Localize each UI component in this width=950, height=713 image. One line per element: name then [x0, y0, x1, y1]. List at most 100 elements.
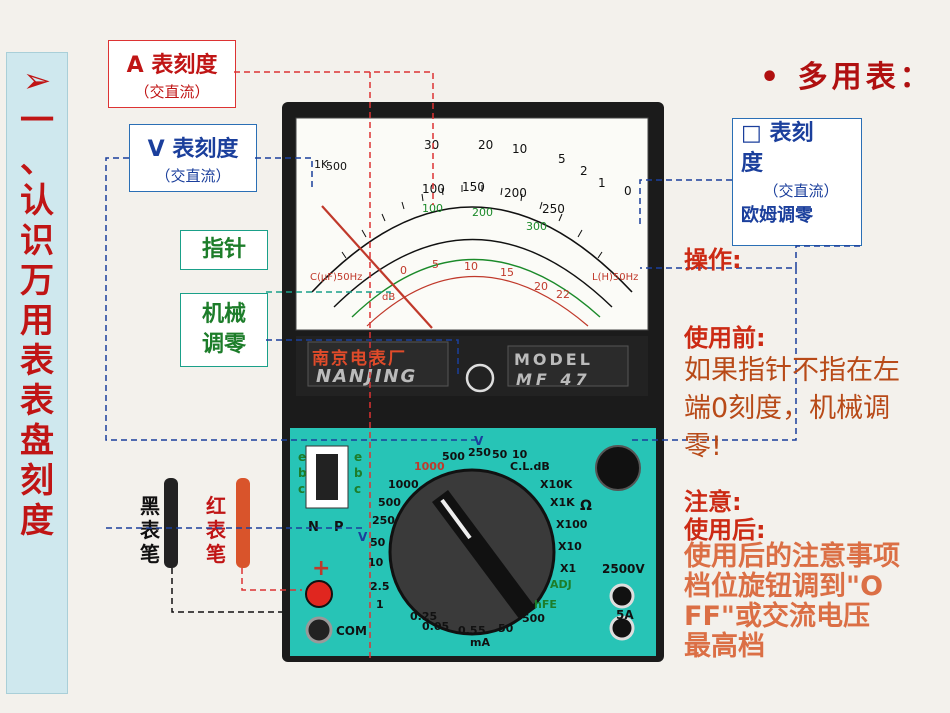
before-use-text: 如果指针不指在左 端0刻度，机械调 零! — [684, 355, 900, 462]
a-scale-label-box: A 表刻度 （交直流） — [108, 40, 236, 108]
scale-db-label: 20 — [534, 280, 548, 293]
scale-ohm-label: 10 — [512, 142, 528, 156]
hfe-letter: b — [354, 466, 363, 480]
section-title-panel: ➢ 一 、 认 识 万 用 表 表 盘 刻 度 — [6, 52, 68, 694]
scale-ohm-label: 0 — [624, 184, 632, 198]
dial-v-label: V — [474, 434, 484, 448]
dial-left-mark: 1000 — [414, 460, 445, 473]
mech-zero-line1: 机械 — [201, 302, 246, 327]
dial-vac-label: V — [358, 530, 368, 544]
dial-ohm-label: Ω — [580, 498, 592, 514]
dial-adj-label: ADJ — [550, 578, 572, 591]
scale-volt-label: 200 — [504, 186, 527, 200]
jack-com-label: COM — [336, 624, 367, 638]
scale-ohm-label: 20 — [478, 138, 494, 152]
dial-right-mark: X1 — [560, 562, 577, 575]
title-char: 一 — [20, 101, 54, 141]
title-char: 、 — [20, 141, 54, 181]
jack-plus-label: + — [312, 556, 331, 581]
red-probe-label: 红表笔 — [206, 494, 226, 566]
jack-5a-label: 5A — [616, 608, 634, 622]
scale-ohm-label: 5 — [558, 152, 566, 166]
title-char: 盘 — [20, 421, 54, 461]
db-unit-label: dB — [382, 292, 396, 303]
inductance-label: L(H)50Hz — [592, 272, 639, 283]
capacitance-label: C(μF)50Hz — [310, 272, 363, 283]
title-char: 认 — [20, 181, 54, 221]
dial-left-mark: 1 — [376, 598, 384, 611]
dial-right-mark: X10K — [540, 478, 573, 491]
scale-db-label: 0 — [400, 264, 407, 277]
dial-ma-label: mA — [470, 636, 490, 649]
hfe-letter: b — [298, 466, 307, 480]
v-scale-sub: （交直流） — [155, 167, 231, 185]
dial-right-mark: X1K — [550, 496, 575, 509]
scale-ohm-label: 500 — [326, 160, 347, 173]
title-char: 表 — [20, 381, 54, 421]
dial-top-mark: 500 — [442, 450, 465, 463]
brand-en: NANJING — [316, 366, 418, 387]
dial-top-mark: 50 — [492, 448, 508, 461]
title-char: 万 — [20, 261, 54, 301]
dial-left-mark: 50 — [370, 536, 386, 549]
dial-bottom-mark: 0.25 — [410, 610, 438, 623]
title-char: 识 — [20, 221, 54, 261]
dial-left-mark: 2.5 — [370, 580, 390, 593]
pointer-label: 指针 — [201, 237, 246, 262]
mech-zero-label-box: 机械 调零 — [180, 293, 268, 367]
dial-left-mark: 500 — [378, 496, 401, 509]
ohm-scale-title2: 度 — [741, 151, 764, 176]
np-label: N — [308, 520, 319, 535]
note-heading: 注意: — [684, 488, 742, 516]
model-label: MODEL — [514, 350, 593, 369]
a-scale-sub: （交直流） — [134, 83, 210, 101]
dial-hfe-label: hFE — [534, 598, 557, 611]
dial-left-mark: 250 — [372, 514, 395, 527]
after-use-text: 使用后的注意事项 档位旋钮调到"O FF"或交流电压 最高档 — [684, 541, 900, 662]
scale-ohm-label: 2 — [580, 164, 588, 178]
a-scale-title: A 表刻度 — [126, 53, 218, 78]
dial-right-mark: X10 — [558, 540, 582, 553]
scale-db-label: 10 — [464, 260, 478, 273]
hfe-letter: e — [354, 450, 363, 464]
dial-bottom-mark: 5 — [478, 624, 486, 637]
dial-cldb-label: C.L.dB — [510, 460, 550, 473]
dial-left-mark: 1000 — [388, 478, 419, 491]
title-char: ➢ — [22, 61, 52, 101]
red-probe — [236, 478, 250, 568]
before-use-heading: 使用前: — [684, 324, 766, 352]
scale-hfe-label: 300 — [526, 220, 547, 233]
model-number: MF 47 — [516, 370, 591, 389]
v-scale-title: V 表刻度 — [147, 137, 239, 162]
title-char: 刻 — [20, 461, 54, 501]
slide-heading: • 多用表： — [760, 60, 934, 95]
dial-top-mark: 250 — [468, 446, 491, 459]
scale-ohm-label: 30 — [424, 138, 440, 152]
scale-db-label: 15 — [500, 266, 514, 279]
title-char: 用 — [20, 301, 54, 341]
v-scale-label-box: V 表刻度 （交直流） — [129, 124, 257, 192]
scale-db-label: 22 — [556, 288, 570, 301]
title-char: 度 — [20, 501, 54, 541]
dial-bottom-mark: 0.5 — [458, 624, 478, 637]
operation-heading: 操作: — [684, 246, 742, 274]
jack-2500v-label: 2500V — [602, 562, 645, 576]
scale-volt-label: 100 — [422, 182, 445, 196]
dial-top-mark: 10 — [512, 448, 528, 461]
np-label: P — [334, 520, 344, 535]
dial-bottom-mark: 50 — [498, 622, 514, 635]
hfe-letter: e — [298, 450, 307, 464]
black-probe-label: 黑表笔 — [140, 494, 160, 566]
hfe-letter: c — [354, 482, 362, 496]
ohm-scale-title: □ 表刻 — [741, 121, 814, 146]
scale-hfe-label: 200 — [472, 206, 493, 219]
ohm-scale-label-box: □ 表刻 度 （交直流） 欧姆调零 — [732, 118, 862, 246]
black-probe — [164, 478, 178, 568]
ohm-scale-sub: （交直流） — [763, 182, 839, 200]
mech-zero-line2: 调零 — [201, 332, 246, 357]
dial-left-mark: 10 — [368, 556, 384, 569]
scale-volt-label: 250 — [542, 202, 565, 216]
scale-hfe-label: 100 — [422, 202, 443, 215]
title-char: 表 — [20, 341, 54, 381]
ohm-zero-note: 欧姆调零 — [741, 205, 813, 226]
